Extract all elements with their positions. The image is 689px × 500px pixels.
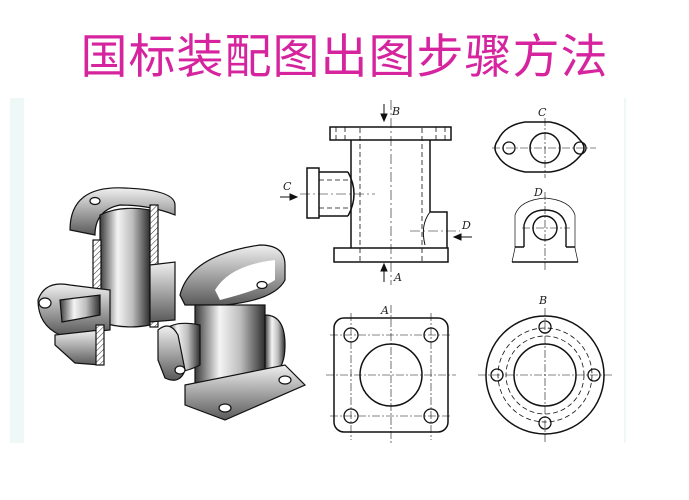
view-c <box>492 118 596 178</box>
label-view-a: A <box>380 304 389 317</box>
page-title: 国标装配图出图步骤方法 <box>80 30 609 85</box>
label-a-arrow: A <box>393 271 402 284</box>
isometric-assembled-part <box>157 244 307 421</box>
view-d <box>511 192 579 270</box>
isometric-cutaway-housing <box>37 187 176 366</box>
label-view-b: B <box>538 294 547 307</box>
view-b <box>478 308 612 443</box>
front-view <box>280 100 472 285</box>
label-b-arrow: B <box>391 105 400 118</box>
label-view-d: D <box>533 186 543 199</box>
label-view-c: C <box>538 106 547 119</box>
label-c-arrow: C <box>283 180 292 193</box>
view-a <box>326 305 456 443</box>
label-d-arrow: D <box>461 219 471 232</box>
